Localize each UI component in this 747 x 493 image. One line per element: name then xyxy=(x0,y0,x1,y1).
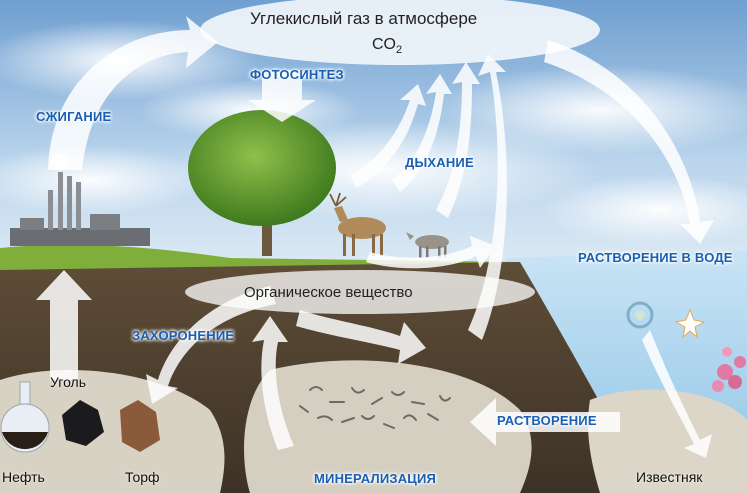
tree xyxy=(188,110,336,256)
label-dissolution: РАСТВОРЕНИЕ xyxy=(497,413,597,428)
respiration-arrow-3 xyxy=(436,62,480,218)
label-peat: Торф xyxy=(125,469,160,485)
mineralization-to-atmosphere-arrow xyxy=(468,54,507,340)
oil-flask xyxy=(0,381,50,453)
label-mineralization: МИНЕРАЛИЗАЦИЯ xyxy=(314,471,437,486)
process-arrows xyxy=(36,16,714,458)
label-burial: ЗАХОРОНЕНИЕ xyxy=(132,328,235,343)
sand-left xyxy=(0,370,225,493)
burial-arrow xyxy=(146,286,276,404)
burning-arrow xyxy=(48,16,218,170)
label-burning: СЖИГАНИЕ xyxy=(36,109,112,124)
label-dissolution-in-water: РАСТВОРЕНИЕ В ВОДЕ xyxy=(578,250,733,265)
plankton xyxy=(626,301,706,339)
microorganisms xyxy=(299,386,451,429)
deer xyxy=(329,192,386,256)
organic-return-arrow xyxy=(366,236,496,269)
label-limestone: Известняк xyxy=(636,469,703,485)
sand-right xyxy=(588,389,747,493)
fossil-fuel-arrow xyxy=(36,270,92,380)
ocean-to-limestone-arrow xyxy=(642,330,712,458)
dissolution-arrow xyxy=(470,398,620,446)
peat-lump xyxy=(120,400,160,452)
coal-lump xyxy=(62,400,104,446)
label-organic-matter: Органическое вещество xyxy=(244,284,413,301)
respiration-arrow-1 xyxy=(350,84,426,188)
mineralization-recycle-arrow xyxy=(252,316,294,450)
atmosphere-title: Углекислый газ в атмосфере xyxy=(250,9,478,28)
label-oil: Нефть xyxy=(2,469,45,485)
photosynthesis-arrow xyxy=(248,70,316,122)
co2-formula: CO2 xyxy=(372,36,403,57)
title-cloud xyxy=(200,0,600,65)
respiration-arrow-2 xyxy=(392,74,452,192)
dissolution-in-water-arrow xyxy=(544,40,714,244)
label-coal: Уголь xyxy=(50,374,87,390)
wolf xyxy=(406,232,449,258)
sand-center xyxy=(244,360,532,493)
coral xyxy=(712,347,746,392)
organic-to-mineralization-arrow xyxy=(296,310,426,364)
label-respiration: ДЫХАНИЕ xyxy=(405,155,474,170)
label-photosynthesis: ФОТОСИНТЕЗ xyxy=(250,67,344,82)
